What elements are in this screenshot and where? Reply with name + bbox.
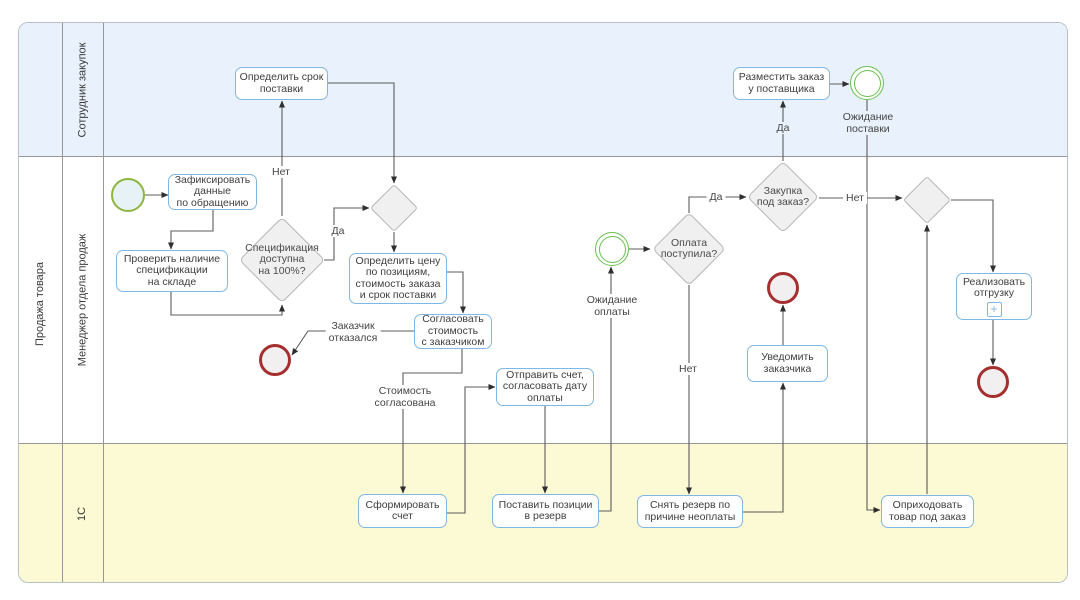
lane-label-divider	[103, 23, 104, 582]
task-record-request-data[interactable]: Зафиксировать данные по обращению	[168, 174, 257, 210]
end-event-customer-refused[interactable]	[259, 344, 291, 376]
gateway-purchase-to-order[interactable]: Закупка под заказ?	[746, 160, 820, 234]
label-yes-3: Да	[773, 122, 793, 134]
task-reserve-items[interactable]: Поставить позиции в резерв	[492, 494, 599, 528]
task-label: Согласовать стоимость с заказчиком	[421, 313, 485, 349]
lane-label-sales-manager: Менеджер отдела продаж	[62, 156, 103, 443]
task-place-supplier-order[interactable]: Разместить заказ у поставщика	[733, 67, 830, 100]
gateway-label: Оплата поступила?	[660, 236, 718, 260]
task-determine-delivery-time[interactable]: Определить срок поставки	[235, 67, 328, 100]
label-no-3: Нет	[843, 192, 867, 204]
gateway-label: Закупка под заказ?	[756, 184, 810, 208]
label-yes-1: Да	[328, 225, 348, 237]
label-customer-refused: Заказчик отказался	[325, 320, 381, 344]
label-no-2: Нет	[676, 363, 700, 375]
task-label: Уведомить заказчика	[761, 351, 814, 375]
end-event-customer-notified[interactable]	[767, 272, 799, 304]
lane-label-1c: 1С	[62, 443, 103, 582]
label-waiting-payment: Ожидание оплаты	[583, 294, 641, 318]
task-agree-cost[interactable]: Согласовать стоимость с заказчиком	[414, 314, 492, 349]
task-label: Отправить счет, согласовать дату оплаты	[502, 368, 588, 404]
task-ship-goods[interactable]: Реализовать отгрузку +	[956, 273, 1032, 320]
label-yes-2: Да	[706, 191, 726, 203]
task-label: Разместить заказ у поставщика	[738, 71, 825, 95]
pool-label: Продажа товара	[19, 23, 62, 582]
task-determine-price[interactable]: Определить цену по позициям, стоимость з…	[349, 253, 447, 304]
task-notify-customer[interactable]: Уведомить заказчика	[747, 345, 828, 382]
task-label: Проверить наличие спецификации на складе	[123, 252, 221, 288]
task-receive-goods[interactable]: Оприходовать товар под заказ	[881, 495, 974, 528]
inner-ring	[853, 69, 881, 97]
task-label: Определить срок поставки	[239, 71, 324, 95]
gateway-merge-2[interactable]	[902, 175, 952, 225]
task-label: Оприходовать товар под заказ	[889, 499, 966, 523]
task-label: Поставить позиции в резерв	[498, 498, 593, 522]
end-event-shipped[interactable]	[977, 366, 1009, 398]
task-label: Сформировать счет	[365, 498, 440, 522]
event-wait-payment[interactable]	[595, 232, 629, 266]
task-create-invoice[interactable]: Сформировать счет	[358, 494, 447, 528]
task-label: Зафиксировать данные по обращению	[174, 173, 251, 209]
label-waiting-delivery: Ожидание поставки	[839, 111, 897, 135]
lane-label-text: 1С	[76, 506, 89, 521]
pool-label-divider	[62, 23, 63, 582]
gateway-payment-received[interactable]: Оплата поступила?	[651, 212, 727, 286]
task-label: Определить цену по позициям, стоимость з…	[355, 254, 441, 301]
task-check-spec-availability[interactable]: Проверить наличие спецификации на складе	[116, 250, 228, 292]
lane-label-text: Сотрудник закупок	[76, 42, 89, 137]
task-remove-reserve[interactable]: Снять резерв по причине неоплаты	[637, 495, 743, 528]
lane-purchasing-officer	[19, 23, 1067, 156]
lane-divider	[19, 443, 1067, 444]
lane-divider	[19, 156, 1067, 157]
pool-label-text: Продажа товара	[34, 261, 47, 346]
subprocess-plus-icon[interactable]: +	[986, 301, 1002, 317]
gateway-label: Спецификация доступна на 100%?	[245, 241, 319, 277]
lane-label-text: Менеджер отдела продаж	[76, 233, 89, 366]
label-no-1: Нет	[269, 166, 293, 178]
event-wait-delivery[interactable]	[850, 66, 884, 100]
task-send-invoice[interactable]: Отправить счет, согласовать дату оплаты	[496, 368, 594, 406]
label-cost-agreed: Стоимость согласована	[371, 385, 439, 409]
task-label: Реализовать отгрузку	[962, 275, 1026, 299]
gateway-spec-available[interactable]: Спецификация доступна на 100%?	[238, 216, 326, 304]
gateway-diamond	[369, 183, 419, 233]
gateway-diamond	[902, 175, 952, 225]
inner-ring	[598, 235, 626, 263]
lane-label-purchasing: Сотрудник закупок	[62, 23, 103, 156]
start-event[interactable]	[111, 178, 145, 212]
task-label: Снять резерв по причине неоплаты	[644, 499, 736, 523]
gateway-merge-1[interactable]	[369, 183, 419, 233]
